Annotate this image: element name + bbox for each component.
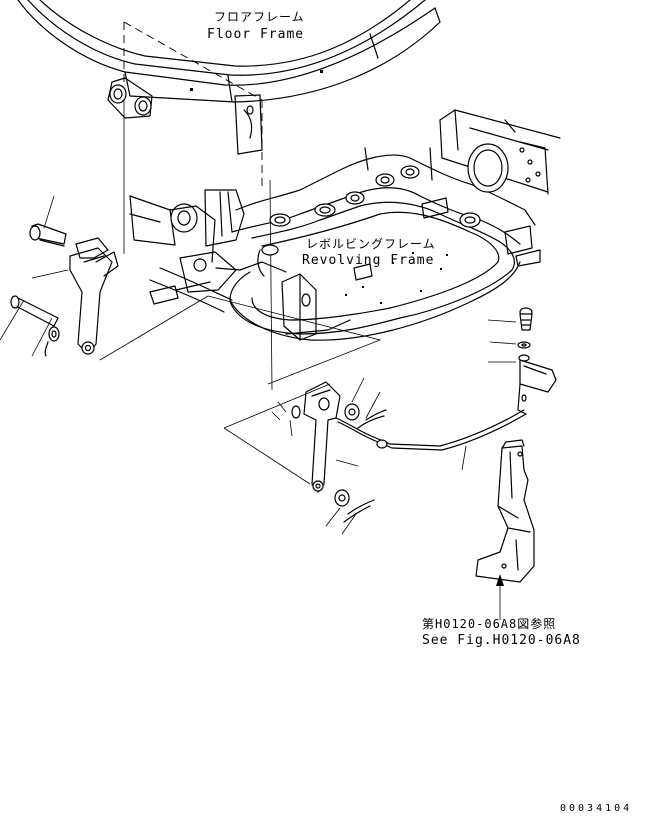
see-figure-reference-en: See Fig.H0120-06A8 [422,633,581,648]
revolving-frame-label-en: Revolving Frame [302,253,435,268]
dashed-reference-outline [123,21,263,190]
floor-frame-label-jp: フロアフレーム [214,10,305,24]
left-pin-shaft [10,295,59,327]
right-washers [517,341,531,362]
floor-frame-label-en: Floor Frame [207,27,305,42]
left-leader-lines [0,195,69,357]
left-washer-clip [44,326,60,357]
revolving-frame [129,147,541,341]
right-floor-bracket [475,439,535,583]
drawing-number: 00034104 [560,803,633,814]
upper-right-structure [439,109,561,195]
see-figure-reference-jp: 第H0120-06A8図参照 [422,617,557,631]
center-washers-clips [291,403,387,523]
center-link-plate [303,381,359,493]
floor-frame [17,0,441,103]
revolving-frame-label-jp: レボルビングフレーム [306,237,436,251]
center-leader-lines [271,377,381,535]
left-pin-bolt [29,223,67,247]
see-fig-arrow [496,574,504,620]
right-small-bracket [517,359,557,415]
right-bolt [519,307,533,331]
floor-frame-bracket [107,77,263,155]
left-lever-arm [69,237,119,355]
reference-lines [99,100,382,485]
right-leader-lines [487,319,517,363]
control-rod [335,409,527,471]
